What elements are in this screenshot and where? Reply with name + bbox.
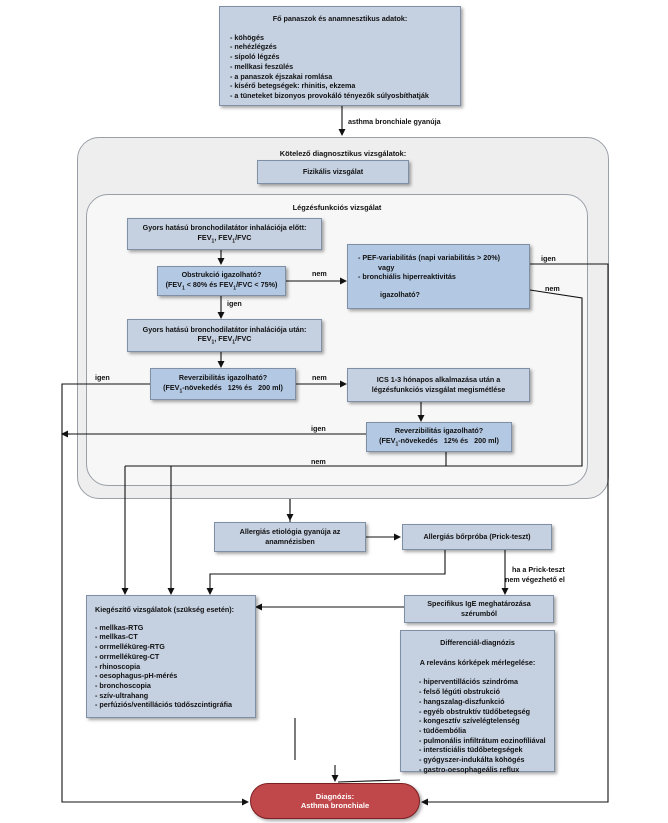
obstruction-box: Obstrukció igazolható? (FEV1 < 80% és FE…	[157, 266, 286, 296]
ige-line1: Specifikus IgE meghatározása	[427, 599, 531, 609]
allergy-suspicion-line1: Allergiás etiológia gyanúja az	[239, 527, 341, 537]
differential-item: - felső légúti obstrukció	[419, 687, 501, 697]
main-complaints-list: - köhögés- nehézlégzés- sípoló légzés- m…	[230, 33, 450, 101]
label-igen-pef: igen	[541, 254, 556, 263]
reversibility1-line2: (FEV1-növekedés 12% és 200 ml)	[163, 382, 283, 395]
reversibility2-line1: Reverzibilitás igazolható?	[394, 426, 484, 436]
differential-item: - pulmonális infiltrátum eozinofíliával	[419, 735, 546, 745]
diagnosis-line2: Asthma bronchiale	[300, 801, 370, 810]
pre-bd-line2: FEV1, FEV1/FVC	[197, 232, 252, 245]
supplementary-item: - orrmelléküreg-RTG	[95, 642, 165, 652]
suspicion-label: asthma bronchiale gyanúja	[348, 117, 441, 126]
supplementary-item: - mellkas-CT	[95, 632, 138, 642]
label-igen-rev1: igen	[95, 373, 110, 382]
differential-item: - intersticiális tüdőbetegségek	[419, 745, 523, 755]
supplementary-item: - perfúziós/ventillációs tüdőszcintigráf…	[95, 700, 232, 710]
differential-item: - kongesztív szívelégtelenség	[419, 716, 520, 726]
prick-test-label: Allergiás bőrpróba (Prick-teszt)	[423, 532, 531, 542]
complaint-item: - sípoló légzés	[230, 52, 280, 62]
supplementary-list: - mellkas-RTG- mellkas-CT- orrmelléküreg…	[95, 623, 247, 710]
allergy-suspicion-line2: anamnézisben	[265, 537, 315, 546]
supplementary-item: - rhinoscopia	[95, 661, 141, 671]
obstruction-line2: (FEV1 < 80% és FEV1/FVC < 75%)	[165, 279, 278, 292]
supplementary-item: - orrmelléküreg-CT	[95, 651, 160, 661]
label-igen-rev2: igen	[311, 424, 326, 433]
differential-list: - hiperventillációs szindróma- felső lég…	[409, 677, 546, 774]
supplementary-title: Kiegészítő vizsgálatok (szükség esetén):	[95, 605, 235, 614]
physical-exam-box: Fizikális vizsgálat	[257, 160, 409, 184]
supplementary-item: - szív-ultrahang	[95, 690, 149, 700]
label-igen-obstruction: igen	[227, 299, 242, 308]
lung-function-title: Légzésfunkciós vizsgálat	[292, 203, 382, 212]
differential-title: Differenciál-diagnózis	[440, 638, 515, 647]
differential-item: - hangszalag-diszfunkció	[419, 696, 505, 706]
mandatory-tests-title: Kötelező diagnosztikus vizsgálatok:	[279, 149, 407, 158]
complaint-item: - mellkasi feszülés	[230, 61, 294, 71]
post-bronchodilator-box: Gyors hatású bronchodilatátor inhalációj…	[127, 319, 322, 352]
differential-diagnosis-box: Differenciál-diagnózis A releváns kórkép…	[400, 630, 555, 774]
pre-bronchodilator-box: Gyors hatású bronchodilatátor inhalációj…	[127, 218, 322, 250]
label-nem-pef: nem	[545, 284, 560, 293]
differential-subtitle: A releváns kórképek mérlegelése:	[419, 657, 536, 667]
pef-line2: vagy	[378, 262, 395, 272]
pef-line1: - PEF-variabilitás (napi variabilitás > …	[358, 253, 501, 262]
supplementary-item: - bronchoscopia	[95, 681, 151, 691]
reversibility1-line1: Reverzibilitás igazolható?	[178, 373, 268, 383]
differential-item: - tüdőembólia	[419, 726, 467, 736]
ics-line1: ICS 1-3 hónapos alkalmazása után a	[376, 375, 501, 385]
complaint-item: - a panaszok éjszakai romlása	[230, 71, 333, 81]
ics-line2: légzésfunkciós vizsgálat megismétlése	[371, 385, 506, 394]
post-bd-line1: Gyors hatású bronchodilatátor inhalációj…	[142, 324, 307, 334]
main-complaints-title: Fő panaszok és anamnesztikus adatok:	[272, 14, 408, 23]
obstruction-line1: Obstrukció igazolható?	[181, 270, 262, 280]
reversibility-box-1: Reverzibilitás igazolható? (FEV1-növeked…	[150, 368, 296, 400]
complaint-item: - köhögés	[230, 32, 264, 42]
differential-item: - hiperventillációs szindróma	[419, 677, 519, 687]
complaint-item: - a tüneteket bizonyos provokáló tényező…	[230, 91, 429, 101]
label-nem-rev1: nem	[312, 373, 327, 382]
allergy-suspicion-box: Allergiás etiológia gyanúja az anamnézis…	[214, 522, 366, 552]
differential-item: - egyéb obstruktív tüdőbetegség	[419, 706, 531, 716]
differential-item: - gastro-oesophageális reflux	[419, 764, 520, 774]
pre-bd-line1: Gyors hatású bronchodilatátor inhalációj…	[142, 223, 307, 233]
ics-box: ICS 1-3 hónapos alkalmazása után a légzé…	[347, 368, 530, 402]
complaint-item: - nehézlégzés	[230, 42, 277, 52]
ige-line2: szérumból	[461, 609, 497, 618]
prick-test-box: Allergiás bőrpróba (Prick-teszt)	[402, 524, 552, 550]
diagnosis-box: Diagnózis: Asthma bronchiale	[250, 783, 420, 819]
supplementary-item: - mellkas-RTG	[95, 622, 144, 632]
prick-alt-line2: nem végezhető el	[505, 575, 565, 584]
pef-variability-box: - PEF-variabilitás (napi variabilitás > …	[347, 244, 530, 309]
label-nem-obstruction: nem	[312, 269, 327, 278]
complaint-item: - kísérő betegségek: rhinitis, ekzema	[230, 81, 356, 91]
specific-ige-box: Specifikus IgE meghatározása szérumból	[404, 595, 554, 623]
post-bd-line2: FEV1, FEV1/FVC	[197, 334, 252, 346]
differential-item: - gyógyszer-indukálta köhögés	[419, 755, 525, 765]
supplementary-tests-box: Kiegészítő vizsgálatok (szükség esetén):…	[86, 595, 256, 718]
main-complaints-box: Fő panaszok és anamnesztikus adatok: - k…	[219, 6, 461, 106]
diagnosis-line1: Diagnózis:	[315, 792, 355, 801]
pef-line4: igazolható?	[380, 290, 420, 300]
pef-line3: - bronchiális hiperreaktivitás	[358, 272, 456, 282]
reversibility2-line2: (FEV1-növekedés 12% és 200 ml)	[379, 435, 499, 448]
supplementary-item: - oesophagus-pH-mérés	[95, 671, 178, 681]
label-nem-rev2: nem	[311, 457, 326, 466]
prick-alt-line1: ha a Prick-teszt	[512, 565, 565, 574]
reversibility-box-2: Reverzibilitás igazolható? (FEV1-növeked…	[366, 422, 512, 452]
physical-exam-label: Fizikális vizsgálat	[302, 167, 364, 177]
